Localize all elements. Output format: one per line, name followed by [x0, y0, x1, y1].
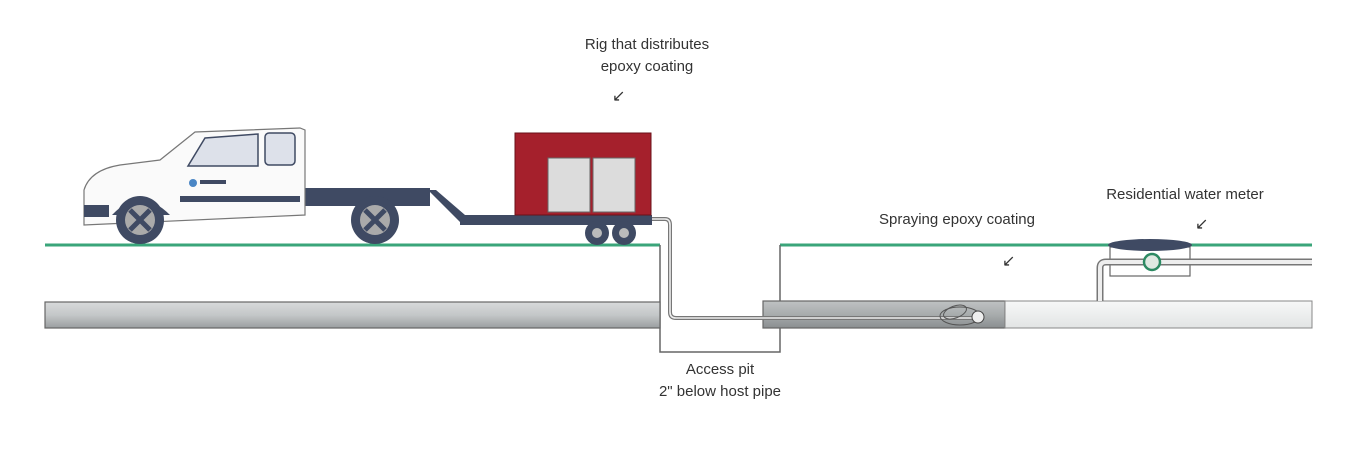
epoxy-rig-trailer	[428, 132, 652, 245]
rig-label-line1: Rig that distributes	[584, 36, 710, 53]
water-meter-label: Residential water meter	[1106, 186, 1264, 203]
access-pit-label-line2: 2" below host pipe	[658, 383, 782, 400]
host-pipe-left	[44, 301, 661, 329]
access-pit	[659, 245, 781, 353]
spraying-label: Spraying epoxy coating	[879, 211, 1035, 228]
pickup-truck	[83, 127, 430, 244]
water-meter	[1096, 239, 1312, 301]
host-pipe-uncoated	[1004, 300, 1313, 329]
spray-head	[939, 304, 985, 326]
spraying-arrow-icon: ↙	[1002, 253, 1016, 270]
access-pit-label: Access pit 2" below host pipe	[620, 359, 820, 403]
access-pit-label-line1: Access pit	[685, 361, 755, 378]
rig-label: Rig that distributes epoxy coating	[547, 34, 747, 78]
meter-arrow-icon: ↙	[1195, 216, 1209, 233]
rig-label-line2: epoxy coating	[600, 58, 694, 75]
rig-arrow-icon: ↙	[612, 88, 626, 105]
